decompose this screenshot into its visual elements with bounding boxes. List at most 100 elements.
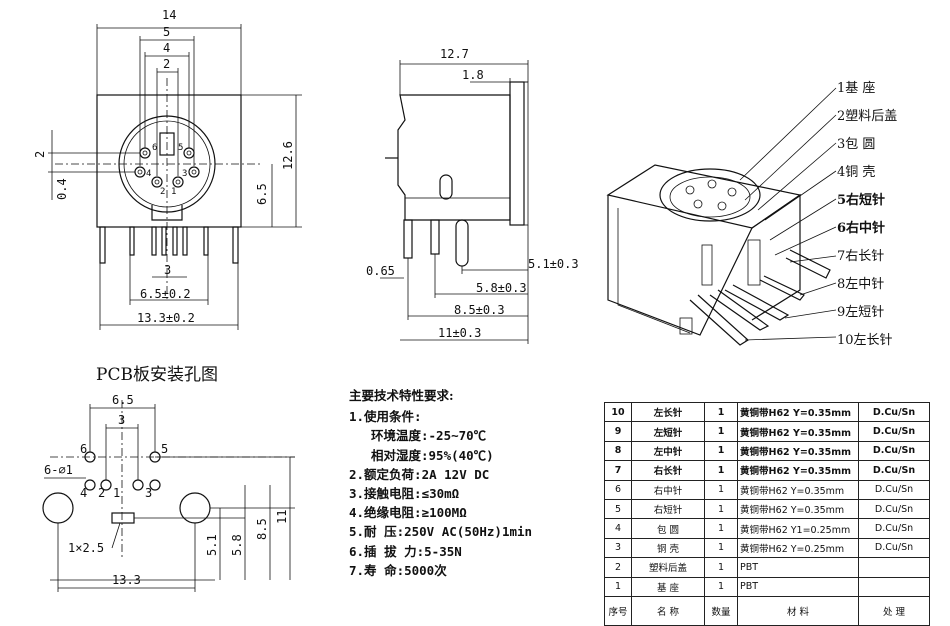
pcb-pin3-label: 3: [145, 486, 152, 500]
bom-cell-finish: D.Cu/Sn: [858, 440, 930, 462]
front-pin2-label: 2: [160, 187, 165, 197]
bom-cell-qty: 1: [704, 498, 738, 520]
bom-cell-qty: 1: [704, 460, 738, 481]
pcb-dim-11: 11: [275, 510, 289, 524]
bom-cell-name: 铜 壳: [631, 537, 705, 559]
pcb-dim-3: 3: [118, 413, 125, 427]
dim-58: 5.8±0.3: [476, 281, 527, 295]
dim-4: 4: [163, 41, 170, 55]
front-pin4-label: 4: [146, 169, 151, 179]
bom-cell-qty: 1: [704, 518, 738, 539]
dim-11: 11±0.3: [438, 326, 481, 340]
bom-cell-finish: D.Cu/Sn: [858, 518, 930, 539]
parts-labels: 1基 座 2塑料后盖 3包 圆 4铜 壳 5右短针 6右中针 7右长针 8左中针…: [837, 81, 897, 348]
dim-5: 5: [163, 25, 170, 39]
bom-cell-qty: 1: [704, 421, 738, 442]
bom-cell-finish: D.Cu/Sn: [858, 498, 930, 520]
bom-cell-material: PBT: [737, 576, 859, 597]
bom-cell-finish: [858, 576, 930, 597]
pcb-dim-85: 8.5: [255, 518, 269, 540]
front-pin1-label: 1: [171, 187, 176, 197]
dim-18: 1.8: [462, 68, 484, 82]
dim-127: 12.7: [440, 47, 469, 61]
dim-h2: 2: [33, 151, 47, 158]
spec-line: 5.耐 压:250V AC(50Hz)1min: [349, 524, 533, 540]
bom-cell-finish: [858, 557, 930, 578]
bom-cell-material: 黄铜带H62 Y=0.35mm: [737, 460, 859, 481]
bom-header-finish: 处 理: [858, 595, 930, 626]
specs-block: 主要技术特性要求: 1.使用条件: 环境温度:-25~70℃ 相对湿度:95%(…: [349, 386, 532, 580]
spec-line: 1.使用条件:: [349, 409, 422, 425]
bom-cell-no: 1: [604, 576, 632, 597]
bom-cell-no: 5: [604, 498, 632, 520]
spec-line: 2.额定负荷:2A 12V DC: [349, 466, 490, 482]
side-view: 12.7 1.8 0.65 5.1±0.3 5.8±0.3 8.5±0.3 11…: [366, 47, 579, 344]
spec-line: 相对湿度:95%(40℃): [371, 447, 494, 463]
isometric-view: [606, 87, 837, 346]
part-label-2: 2塑料后盖: [837, 109, 897, 124]
spec-line: 3.接触电阻:≤30mΩ: [349, 486, 460, 502]
front-view: 6 5 4 3 2 1 14 5 4 2: [33, 8, 302, 330]
dim-p133: 13.3±0.2: [137, 311, 195, 325]
front-pin5-label: 5: [178, 143, 183, 153]
bom-cell-material: 黄铜带H62 Y=0.35mm: [737, 479, 859, 500]
bom-cell-name: 包 圆: [631, 518, 705, 539]
bom-cell-name: 右长针: [631, 460, 705, 481]
dim-p65: 6.5±0.2: [140, 287, 191, 301]
part-label-1: 1基 座: [837, 81, 875, 96]
dim-65v: 6.5: [255, 183, 269, 205]
part-label-4: 4铜 壳: [837, 165, 875, 180]
pcb-dim-65: 6.5: [112, 393, 134, 407]
bom-cell-qty: 1: [704, 440, 738, 462]
pcb-dim-51: 5.1: [205, 534, 219, 556]
bom-header-material: 材 料: [737, 595, 859, 626]
bom-cell-finish: D.Cu/Sn: [858, 460, 930, 481]
bom-header-row: 序号名 称数量材 料处 理: [604, 595, 930, 626]
bom-cell-no: 6: [604, 479, 632, 500]
part-label-8: 8左中针: [837, 277, 884, 292]
dim-p3: 3: [164, 263, 171, 277]
bom-cell-no: 4: [604, 518, 632, 539]
spec-line: 4.绝缘电阻:≥100MΩ: [349, 505, 467, 521]
dim-14: 14: [162, 8, 176, 22]
bom-cell-material: 黄铜带H62 Y=0.35mm: [737, 498, 859, 520]
bom-cell-name: 右短针: [631, 498, 705, 520]
part-label-3: 3包 圆: [837, 137, 875, 152]
bom-cell-qty: 1: [704, 401, 738, 423]
pcb-hole-label: 6-⌀1: [44, 463, 73, 477]
pcb-pin5-label: 5: [161, 442, 168, 456]
pcb-pin6-label: 6: [80, 442, 87, 456]
bom-cell-material: 黄铜带H62 Y=0.35mm: [737, 440, 859, 462]
pcb-slot-label: 1×2.5: [68, 541, 104, 555]
bom-cell-finish: D.Cu/Sn: [858, 421, 930, 442]
bom-cell-qty: 1: [704, 537, 738, 559]
pcb-title: PCB板安装孔图: [96, 365, 218, 385]
part-label-6: 6右中针: [837, 220, 885, 236]
bom-cell-finish: D.Cu/Sn: [858, 479, 930, 500]
bom-cell-finish: D.Cu/Sn: [858, 537, 930, 559]
pcb-pin2-label: 2: [98, 486, 105, 500]
dim-51: 5.1±0.3: [528, 257, 579, 271]
bom-cell-material: 黄铜带H62 Y1=0.25mm: [737, 518, 859, 539]
bom-header-qty: 数量: [704, 595, 738, 626]
dim-85: 8.5±0.3: [454, 303, 505, 317]
bom-cell-name: 左中针: [631, 440, 705, 462]
front-pin6-label: 6: [152, 143, 157, 153]
bom-cell-material: 黄铜带H62 Y=0.35mm: [737, 401, 859, 423]
bom-cell-no: 7: [604, 460, 632, 481]
bom-header-no: 序号: [604, 595, 632, 626]
spec-line: 7.寿 命:5000次: [349, 562, 447, 578]
bom-header-name: 名 称: [631, 595, 705, 626]
part-label-7: 7右长针: [837, 249, 884, 264]
part-label-9: 9左短针: [837, 305, 884, 320]
